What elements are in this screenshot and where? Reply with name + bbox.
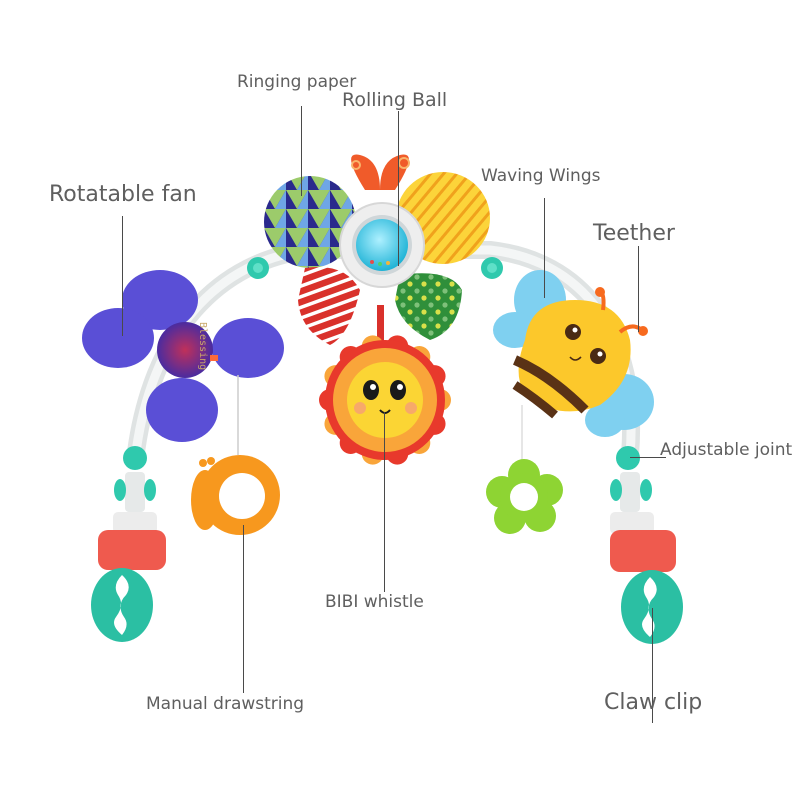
left-claw-clip-assembly	[91, 446, 166, 642]
adjustable-joint-right	[616, 446, 640, 470]
leader-bibi-whistle	[384, 412, 385, 592]
label-bibi-whistle: BIBI whistle	[325, 592, 424, 612]
label-waving-wings: Waving Wings	[481, 166, 601, 186]
bibi-whistle-sun	[319, 335, 451, 465]
label-rotatable-fan: Rotatable fan	[49, 182, 197, 207]
claw-clip-right	[621, 570, 683, 644]
red-stripe-petal	[298, 266, 360, 345]
green-dot-petal	[395, 273, 462, 340]
label-rolling-ball: Rolling Ball	[342, 89, 448, 111]
leader-teether	[638, 246, 639, 332]
label-teether: Teether	[593, 221, 675, 246]
adjustable-joint-left	[123, 446, 147, 470]
leader-manual-drawstring	[243, 525, 244, 693]
leader-claw-clip	[652, 608, 653, 723]
triangle-petal	[264, 176, 356, 268]
leader-ringing-paper	[301, 106, 302, 196]
label-adjustable-joint: Adjustable joint	[660, 440, 793, 460]
leader-rotatable-fan	[122, 216, 123, 336]
leader-rolling-ball	[398, 111, 399, 266]
label-manual-drawstring: Manual drawstring	[146, 694, 305, 714]
arch-joint-right-upper	[481, 257, 503, 279]
fan-brand-mark: Blessing	[197, 322, 208, 370]
label-claw-clip: Claw clip	[604, 690, 703, 715]
ringing-paper-petals	[264, 172, 490, 345]
bee-rattle	[493, 270, 654, 437]
rotatable-fan: Blessing	[82, 270, 284, 442]
flower-teether	[486, 459, 563, 534]
orange-butterfly-topper	[351, 154, 410, 190]
label-ringing-paper: Ringing paper	[237, 72, 357, 92]
right-claw-clip-assembly	[610, 446, 683, 644]
red-clip-collar-left	[98, 530, 166, 570]
red-clip-collar-right	[610, 530, 676, 572]
bee-wing-bottom-left	[585, 403, 625, 437]
arch-joint-left-upper	[247, 257, 269, 279]
rolling-ball	[339, 202, 425, 288]
leader-adjustable-joint	[630, 457, 666, 458]
leader-waving-wings	[544, 198, 545, 298]
claw-clip-left	[91, 568, 153, 642]
snail-teether	[191, 455, 280, 535]
